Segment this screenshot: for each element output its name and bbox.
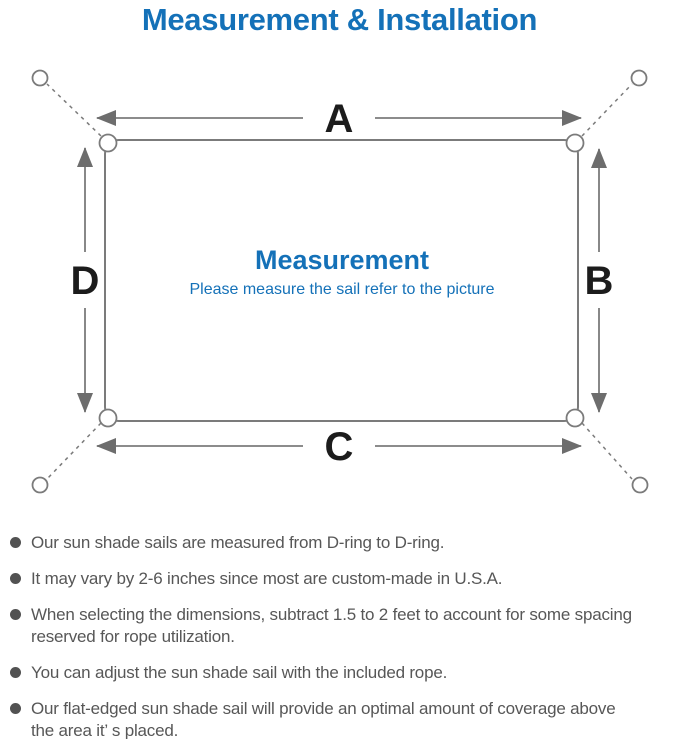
dimension-label-b: B (585, 259, 614, 303)
rope-dashed-line-top-left (46, 83, 102, 137)
d-ring-tab-bottom-right (565, 408, 585, 428)
note-item: Our sun shade sails are measured from D-… (10, 532, 673, 554)
sail-outline (104, 139, 579, 422)
bullet-icon (10, 703, 21, 714)
note-text: You can adjust the sun shade sail with t… (31, 663, 448, 682)
d-ring-tab-bottom-left (98, 408, 118, 428)
d-ring-tab-top-right (565, 133, 585, 153)
note-text: Our sun shade sails are measured from D-… (31, 533, 445, 552)
note-text: It may vary by 2-6 inches since most are… (31, 569, 503, 588)
d-ring-tab-top-left (98, 133, 118, 153)
notes-list: Our sun shade sails are measured from D-… (10, 532, 673, 739)
anchor-ring-icon-top-left (31, 69, 49, 87)
anchor-ring-icon-top-right (630, 69, 648, 87)
note-item: Our flat-edged sun shade sail will provi… (10, 698, 673, 739)
bullet-icon (10, 609, 21, 620)
note-text: When selecting the dimensions, subtract … (31, 605, 632, 646)
note-item: It may vary by 2-6 inches since most are… (10, 568, 673, 590)
bullet-icon (10, 573, 21, 584)
rope-dashed-line-bottom-left (46, 422, 102, 480)
sail-measurement-diagram: A B C D Measurement Please measure the s… (31, 69, 649, 494)
diagram-heading: Measurement (255, 245, 429, 275)
rope-dashed-line-bottom-right (581, 422, 633, 480)
dimension-label-d: D (71, 259, 100, 303)
diagram-subtitle: Please measure the sail refer to the pic… (189, 281, 494, 298)
rope-dashed-line-top-right (581, 83, 633, 137)
note-item: When selecting the dimensions, subtract … (10, 604, 673, 648)
dimension-label-a: A (325, 97, 354, 141)
note-text: Our flat-edged sun shade sail will provi… (31, 699, 616, 739)
dimension-label-c: C (325, 425, 354, 469)
page-title: Measurement & Installation (141, 2, 538, 37)
anchor-ring-icon-bottom-left (31, 476, 49, 494)
note-item: You can adjust the sun shade sail with t… (10, 662, 673, 684)
bullet-icon (10, 667, 21, 678)
anchor-ring-icon-bottom-right (631, 476, 649, 494)
bullet-icon (10, 537, 21, 548)
